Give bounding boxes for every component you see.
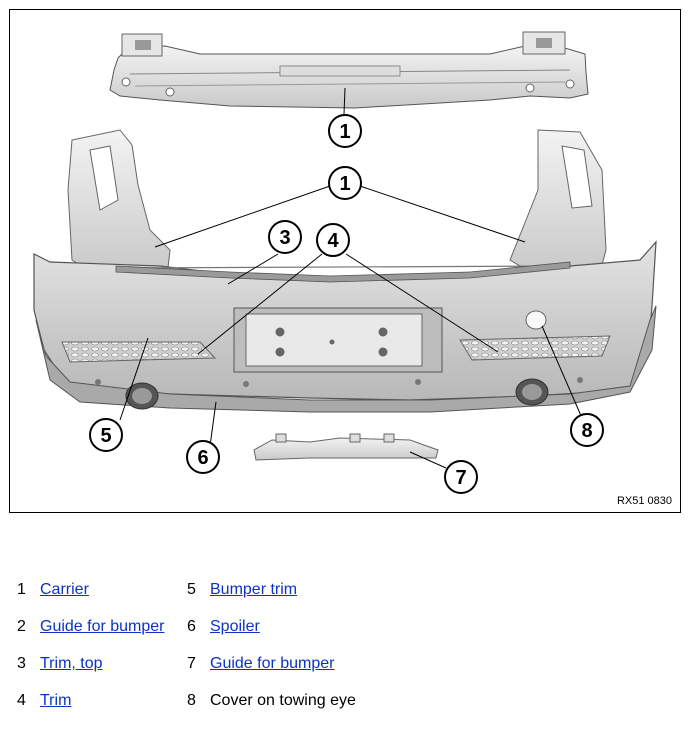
leader-lines [119,87,583,469]
callout-label: 4 [327,230,339,252]
guide-for-bumper-link[interactable]: Guide for bumper [40,618,165,635]
legend-number: 7 [187,655,196,672]
trim-mesh-right [459,335,611,361]
guide-for-bumper-lower [253,433,439,461]
callout-label: 5 [100,425,111,447]
trim-top-link[interactable]: Trim, top [40,655,103,672]
figure-id: RX51 0830 [616,495,672,507]
callout-3: 3 [268,220,302,254]
callout-6: 6 [186,440,220,474]
guide-for-bumper-link-2[interactable]: Guide for bumper [210,655,335,672]
callout-7: 7 [444,460,478,494]
legend-number: 5 [187,581,196,598]
exploded-diagram: 1 1 3 4 5 6 7 8 RX51 0830 [9,9,681,513]
callout-label: 3 [279,227,290,249]
callout-1: 1 [328,166,362,200]
legend-number: 2 [17,618,26,635]
trim-link[interactable]: Trim [40,692,72,709]
spoiler-part [35,305,657,413]
towing-eye-cover [525,310,547,330]
callout-label: 1 [339,121,350,143]
legend-number: 3 [17,655,26,672]
legend-number: 1 [17,581,26,598]
legend-number: 4 [17,692,26,709]
guide-for-bumper-right [509,129,607,273]
license-plate-recess [233,307,443,373]
callout-8: 8 [570,413,604,447]
callout-1: 1 [328,114,362,148]
cover-on-towing-eye-label: Cover on towing eye [210,692,356,709]
callout-4: 4 [316,223,350,257]
callout-label: 6 [197,447,208,469]
legend-number: 6 [187,618,196,635]
guide-for-bumper-left [67,129,171,273]
trim-mesh-left [61,341,217,363]
callout-5: 5 [89,418,123,452]
carrier-link[interactable]: Carrier [40,581,89,598]
callout-group: 1 1 3 4 5 6 7 8 [89,114,604,494]
callout-label: 1 [339,173,350,195]
legend-number: 8 [187,692,196,709]
spoiler-link[interactable]: Spoiler [210,618,260,635]
bumper-diagram-drawing: 1 1 3 4 5 6 7 8 [33,31,657,494]
callout-label: 7 [455,467,466,489]
bumper-trim-link[interactable]: Bumper trim [210,581,298,598]
carrier-part [109,31,589,109]
callout-label: 8 [581,420,592,442]
